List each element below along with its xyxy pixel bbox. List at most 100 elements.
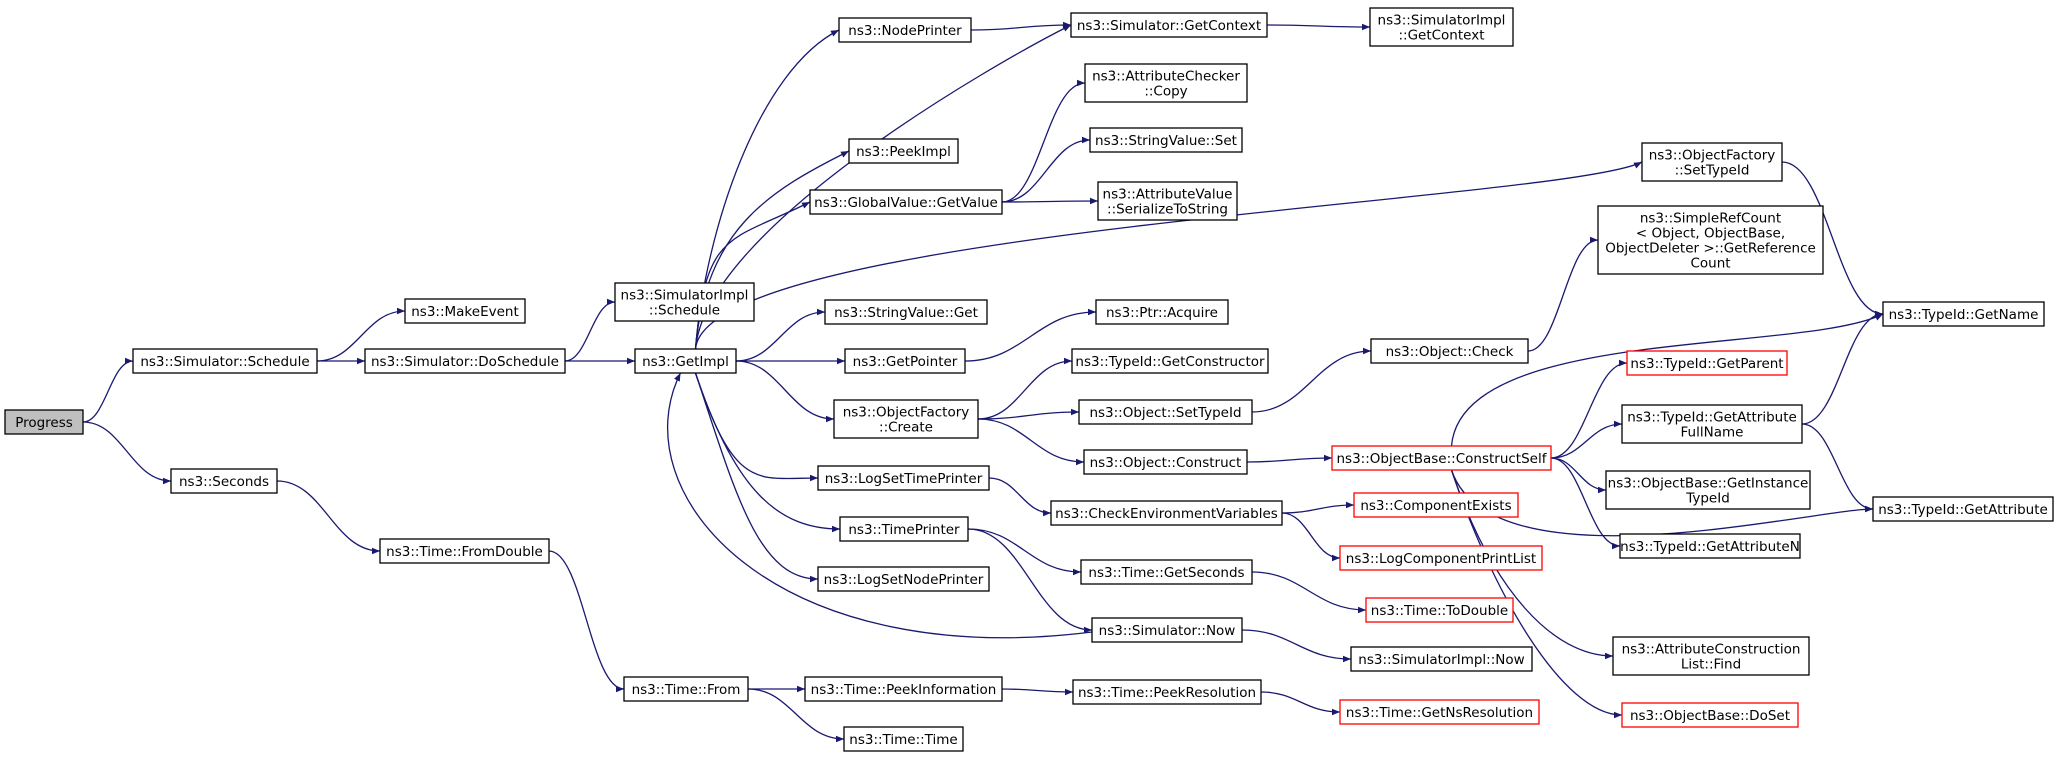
- edge-timeprinter-to-sim-now: [967, 528, 1093, 634]
- node-label: ns3::LogSetNodePrinter: [824, 572, 984, 588]
- edge-globalvalue-getvalue-to-attrchecker-copy: [1001, 79, 1086, 203]
- node-getpointer[interactable]: ns3::GetPointer: [844, 348, 966, 374]
- node-simplerefcount[interactable]: ns3::SimpleRefCount< Object, ObjectBase,…: [1597, 205, 1824, 275]
- node-label: ns3::GlobalValue::GetValue: [814, 195, 998, 211]
- node-logsettimeprinter[interactable]: ns3::LogSetTimePrinter: [817, 465, 990, 491]
- node-timeprinter[interactable]: ns3::TimePrinter: [839, 516, 969, 542]
- edge-sim-doschedule-to-simimpl-schedule: [564, 298, 616, 362]
- node-label: ::Copy: [1144, 84, 1187, 100]
- node-attrvalue-serialize[interactable]: ns3::AttributeValue::SerializeToString: [1097, 181, 1238, 221]
- node-simimpl-schedule[interactable]: ns3::SimulatorImpl::Schedule: [614, 282, 755, 322]
- edge-nodeprinter-to-sim-getcontext: [970, 21, 1072, 31]
- node-box: [833, 399, 979, 439]
- node-time-peekinformation[interactable]: ns3::Time::PeekInformation: [804, 676, 1003, 702]
- node-logsetnodeprinter[interactable]: ns3::LogSetNodePrinter: [817, 566, 990, 592]
- node-box: [404, 298, 526, 324]
- node-box: [809, 189, 1003, 215]
- node-objectbase-constructself[interactable]: ns3::ObjectBase::ConstructSelf: [1331, 445, 1552, 471]
- edge-objectbase-constructself-to-typeid-getname: [1450, 313, 1884, 447]
- node-box: [623, 676, 749, 702]
- node-label: ns3::SimpleRefCount: [1640, 211, 1781, 227]
- node-time-time[interactable]: ns3::Time::Time: [843, 726, 964, 752]
- node-label: ns3::NodePrinter: [848, 23, 962, 39]
- edge-objectbase-constructself-to-typeid-getattributefullname: [1550, 420, 1623, 459]
- node-label: FullName: [1681, 425, 1744, 441]
- node-seconds[interactable]: ns3::Seconds: [170, 468, 278, 494]
- node-object-settypeid[interactable]: ns3::Object::SetTypeId: [1078, 399, 1253, 425]
- node-nodeprinter[interactable]: ns3::NodePrinter: [838, 17, 972, 43]
- node-objectfactory-settypeid[interactable]: ns3::ObjectFactory::SetTypeId: [1641, 142, 1783, 182]
- edge-getimpl-to-objectfactory-create: [735, 360, 835, 423]
- node-box: [614, 282, 755, 322]
- edge-getimpl-to-timeprinter: [694, 372, 841, 533]
- edge-globalvalue-getvalue-to-stringvalue-set: [1001, 136, 1091, 203]
- node-typeid-getparent[interactable]: ns3::TypeId::GetParent: [1626, 350, 1788, 376]
- node-progress[interactable]: Progress: [4, 409, 84, 435]
- edge-getimpl-to-stringvalue-get: [735, 308, 826, 362]
- node-attrchecker-copy[interactable]: ns3::AttributeChecker::Copy: [1084, 63, 1248, 103]
- node-objectfactory-create[interactable]: ns3::ObjectFactory::Create: [833, 399, 979, 439]
- node-peekimpl[interactable]: ns3::PeekImpl: [848, 138, 959, 164]
- node-box: [1070, 12, 1268, 38]
- edge-objectfactory-create-to-typeid-getconstructor: [977, 357, 1073, 420]
- node-globalvalue-getvalue[interactable]: ns3::GlobalValue::GetValue: [809, 189, 1003, 215]
- node-typeid-getattribute[interactable]: ns3::TypeId::GetAttribute: [1872, 496, 2054, 522]
- node-label: ns3::Simulator::GetContext: [1077, 18, 1261, 34]
- node-typeid-getname[interactable]: ns3::TypeId::GetName: [1882, 301, 2045, 327]
- node-object-construct[interactable]: ns3::Object::Construct: [1083, 449, 1248, 475]
- node-typeid-getattributen[interactable]: ns3::TypeId::GetAttributeN: [1619, 533, 1801, 559]
- node-ptr-acquire[interactable]: ns3::Ptr::Acquire: [1095, 299, 1229, 325]
- node-box: [1339, 699, 1540, 725]
- node-logcomponentprintlist[interactable]: ns3::LogComponentPrintList: [1339, 545, 1543, 571]
- edge-typeid-getattributefullname-to-typeid-getname: [1801, 310, 1884, 425]
- node-time-todouble[interactable]: ns3::Time::ToDouble: [1365, 597, 1514, 623]
- node-sim-doschedule[interactable]: ns3::Simulator::DoSchedule: [364, 348, 566, 374]
- node-time-getnsresolution[interactable]: ns3::Time::GetNsResolution: [1339, 699, 1540, 725]
- node-box: [1091, 617, 1243, 643]
- node-box: [838, 17, 972, 43]
- edge-object-settypeid-to-object-check: [1251, 347, 1372, 413]
- node-time-peekresolution[interactable]: ns3::Time::PeekResolution: [1072, 679, 1262, 705]
- node-label: ns3::MakeEvent: [411, 304, 519, 320]
- node-make-event[interactable]: ns3::MakeEvent: [404, 298, 526, 324]
- node-time-getseconds[interactable]: ns3::Time::GetSeconds: [1080, 559, 1253, 585]
- node-simimpl-getcontext[interactable]: ns3::SimulatorImpl::GetContext: [1369, 7, 1514, 47]
- node-label: ns3::CheckEnvironmentVariables: [1055, 506, 1278, 522]
- edge-time-from-to-time-time: [747, 688, 845, 743]
- node-objectbase-doset[interactable]: ns3::ObjectBase::DoSet: [1621, 702, 1799, 728]
- node-stringvalue-set[interactable]: ns3::StringValue::Set: [1089, 127, 1243, 153]
- node-simimpl-now[interactable]: ns3::SimulatorImpl::Now: [1350, 646, 1533, 672]
- node-label: ns3::ComponentExists: [1360, 498, 1511, 514]
- node-label: ns3::AttributeChecker: [1092, 69, 1240, 85]
- node-box: [1605, 470, 1811, 510]
- node-box: [1097, 181, 1238, 221]
- edge-time-peekinformation-to-time-peekresolution: [1001, 688, 1074, 696]
- node-label: ::SerializeToString: [1107, 202, 1228, 218]
- node-time-from[interactable]: ns3::Time::From: [623, 676, 749, 702]
- node-label: ns3::Time::Time: [849, 732, 957, 748]
- node-time-fromdouble[interactable]: ns3::Time::FromDouble: [379, 538, 550, 564]
- edge-object-construct-to-objectbase-constructself: [1246, 454, 1333, 463]
- node-getimpl[interactable]: ns3::GetImpl: [634, 348, 737, 374]
- node-sim-now[interactable]: ns3::Simulator::Now: [1091, 617, 1243, 643]
- node-label: ns3::TypeId::GetAttribute: [1627, 410, 1797, 426]
- edge-checkenvvars-to-componentexists: [1281, 501, 1355, 514]
- node-componentexists[interactable]: ns3::ComponentExists: [1353, 492, 1519, 518]
- edge-getimpl-to-globalvalue-getvalue: [694, 201, 811, 350]
- node-object-check[interactable]: ns3::Object::Check: [1370, 338, 1529, 364]
- node-stringvalue-get[interactable]: ns3::StringValue::Get: [824, 299, 988, 325]
- edge-sim-now-to-getimpl: [666, 372, 1093, 639]
- edge-sim-getcontext-to-simimpl-getcontext: [1266, 23, 1371, 31]
- node-label: ns3::StringValue::Set: [1095, 133, 1237, 149]
- node-box: [1882, 301, 2045, 327]
- node-label: ns3::PeekImpl: [856, 144, 951, 160]
- node-checkenvvars[interactable]: ns3::CheckEnvironmentVariables: [1050, 500, 1283, 526]
- node-sim-schedule[interactable]: ns3::Simulator::Schedule: [132, 348, 318, 374]
- node-sim-getcontext[interactable]: ns3::Simulator::GetContext: [1070, 12, 1268, 38]
- node-label: ns3::Simulator::DoSchedule: [371, 354, 559, 370]
- node-typeid-getconstructor[interactable]: ns3::TypeId::GetConstructor: [1071, 348, 1269, 374]
